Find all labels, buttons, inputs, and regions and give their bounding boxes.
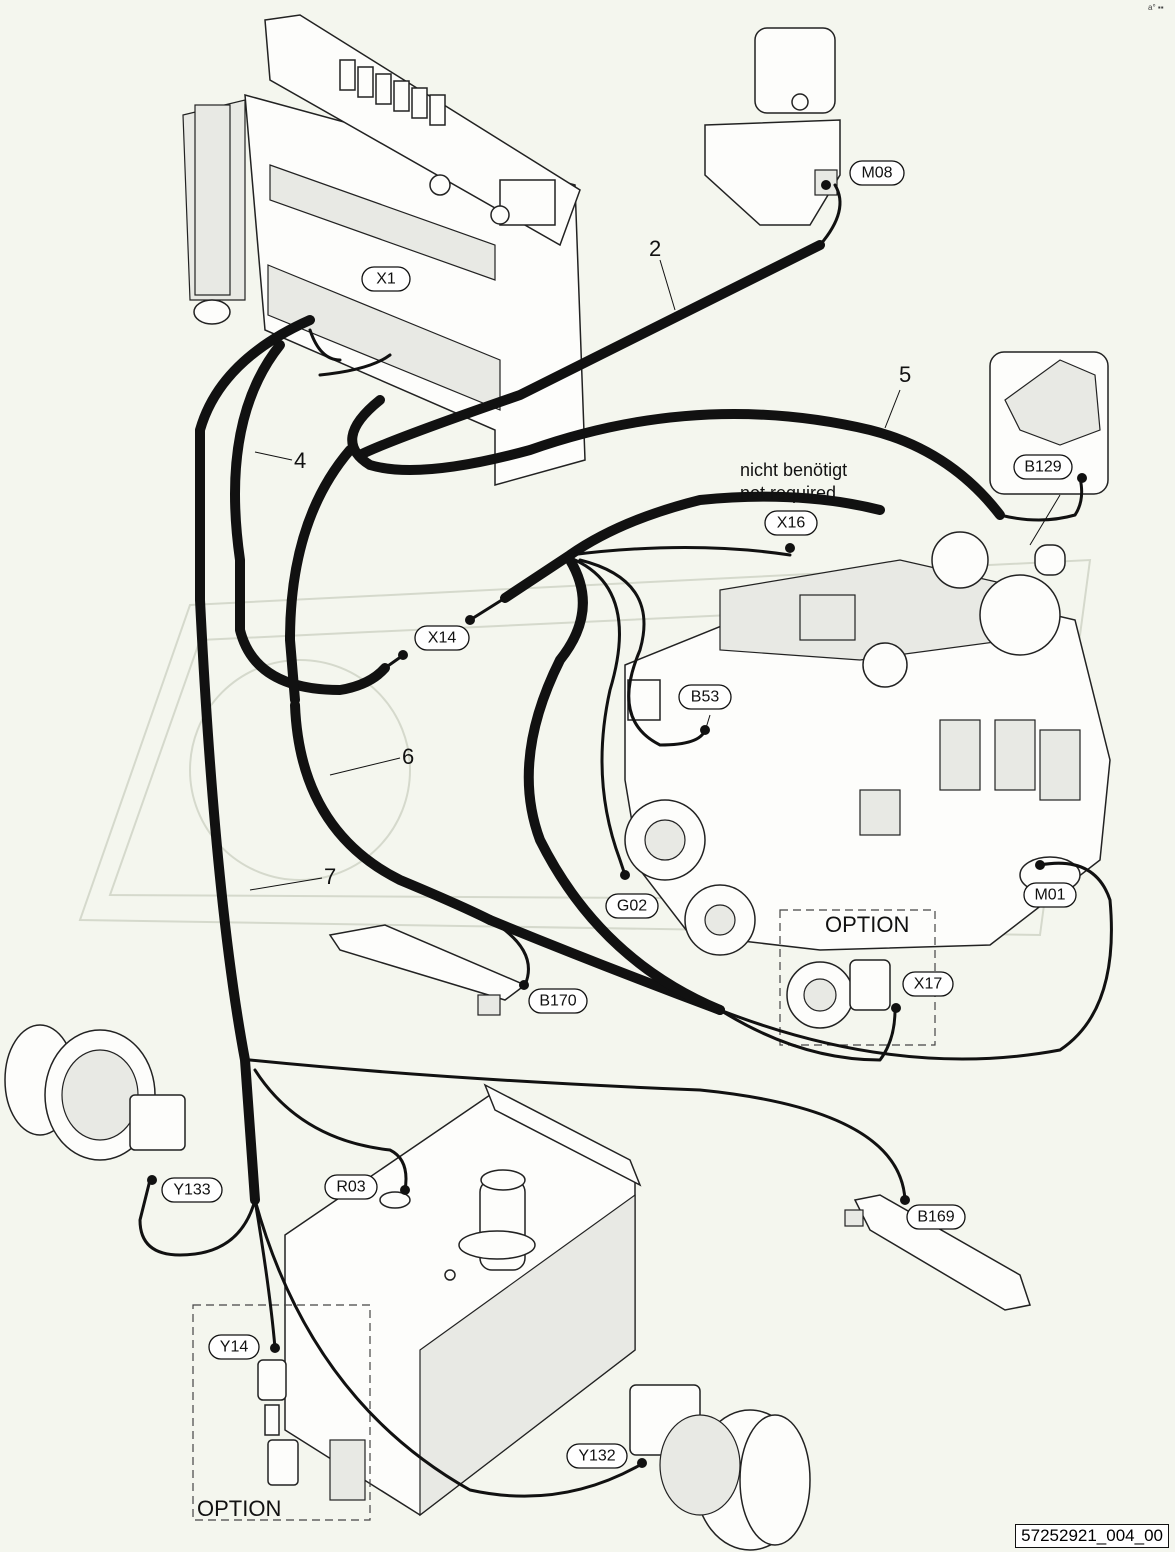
tag-b53: B53	[678, 684, 732, 710]
svg-text:R03: R03	[336, 1179, 365, 1196]
svg-text:Y133: Y133	[173, 1182, 210, 1199]
tag-b129: B129	[1013, 454, 1073, 480]
tag-g02: G02	[605, 893, 659, 919]
harness-number-5: 5	[899, 362, 911, 387]
svg-text:X17: X17	[914, 976, 943, 993]
tag-x16: X16	[764, 510, 818, 536]
svg-text:M01: M01	[1034, 887, 1065, 904]
bracket-b169	[844, 1194, 1031, 1311]
tag-x1: X1	[361, 266, 411, 292]
tag-b170: B170	[528, 988, 588, 1014]
option-label-valve: OPTION	[197, 1496, 281, 1521]
tag-m01: M01	[1023, 882, 1077, 908]
tag-y132: Y132	[566, 1443, 628, 1469]
drive-motor-right	[629, 1384, 811, 1551]
ac-compressor	[779, 909, 936, 1046]
tag-r03: R03	[324, 1174, 378, 1200]
svg-text:B129: B129	[1024, 459, 1061, 476]
leader-lines	[249, 259, 1061, 891]
svg-text:Y14: Y14	[220, 1339, 249, 1356]
svg-text:B53: B53	[691, 689, 720, 706]
svg-text:X1: X1	[376, 271, 396, 288]
control-cabinet	[182, 14, 586, 486]
tag-x14: X14	[414, 625, 470, 651]
drive-motor-left	[4, 1024, 186, 1161]
harness-number-2: 2	[649, 236, 661, 261]
svg-text:B169: B169	[917, 1209, 954, 1226]
lubrication-pump	[704, 27, 841, 226]
tag-m08: M08	[849, 160, 905, 186]
svg-text:G02: G02	[617, 898, 647, 915]
harness-number-7: 7	[324, 864, 336, 889]
harness-number-4: 4	[294, 448, 306, 473]
svg-text:M08: M08	[861, 165, 892, 182]
svg-text:X14: X14	[428, 630, 457, 647]
valve-option	[192, 1304, 371, 1521]
tag-x17: X17	[902, 971, 954, 997]
svg-text:X16: X16	[777, 515, 806, 532]
corner-mark: a° ▪▪	[1148, 3, 1164, 12]
tag-b169: B169	[906, 1204, 966, 1230]
tag-y133: Y133	[161, 1177, 223, 1203]
bracket-b170	[328, 924, 527, 1016]
svg-text:B170: B170	[539, 993, 576, 1010]
svg-text:Y132: Y132	[578, 1448, 615, 1465]
drawing-reference: 57252921_004_00	[1015, 1524, 1169, 1548]
hydraulic-tank	[284, 1083, 642, 1517]
connector-plugs	[147, 180, 1087, 1468]
option-label-compressor: OPTION	[825, 912, 909, 937]
cable-harnesses	[138, 183, 1113, 1498]
note-line-german: nicht benötigt	[740, 460, 847, 480]
note-line-english: not required	[740, 483, 836, 503]
tag-y14: Y14	[208, 1334, 260, 1360]
engine	[624, 531, 1111, 956]
harness-number-6: 6	[402, 744, 414, 769]
